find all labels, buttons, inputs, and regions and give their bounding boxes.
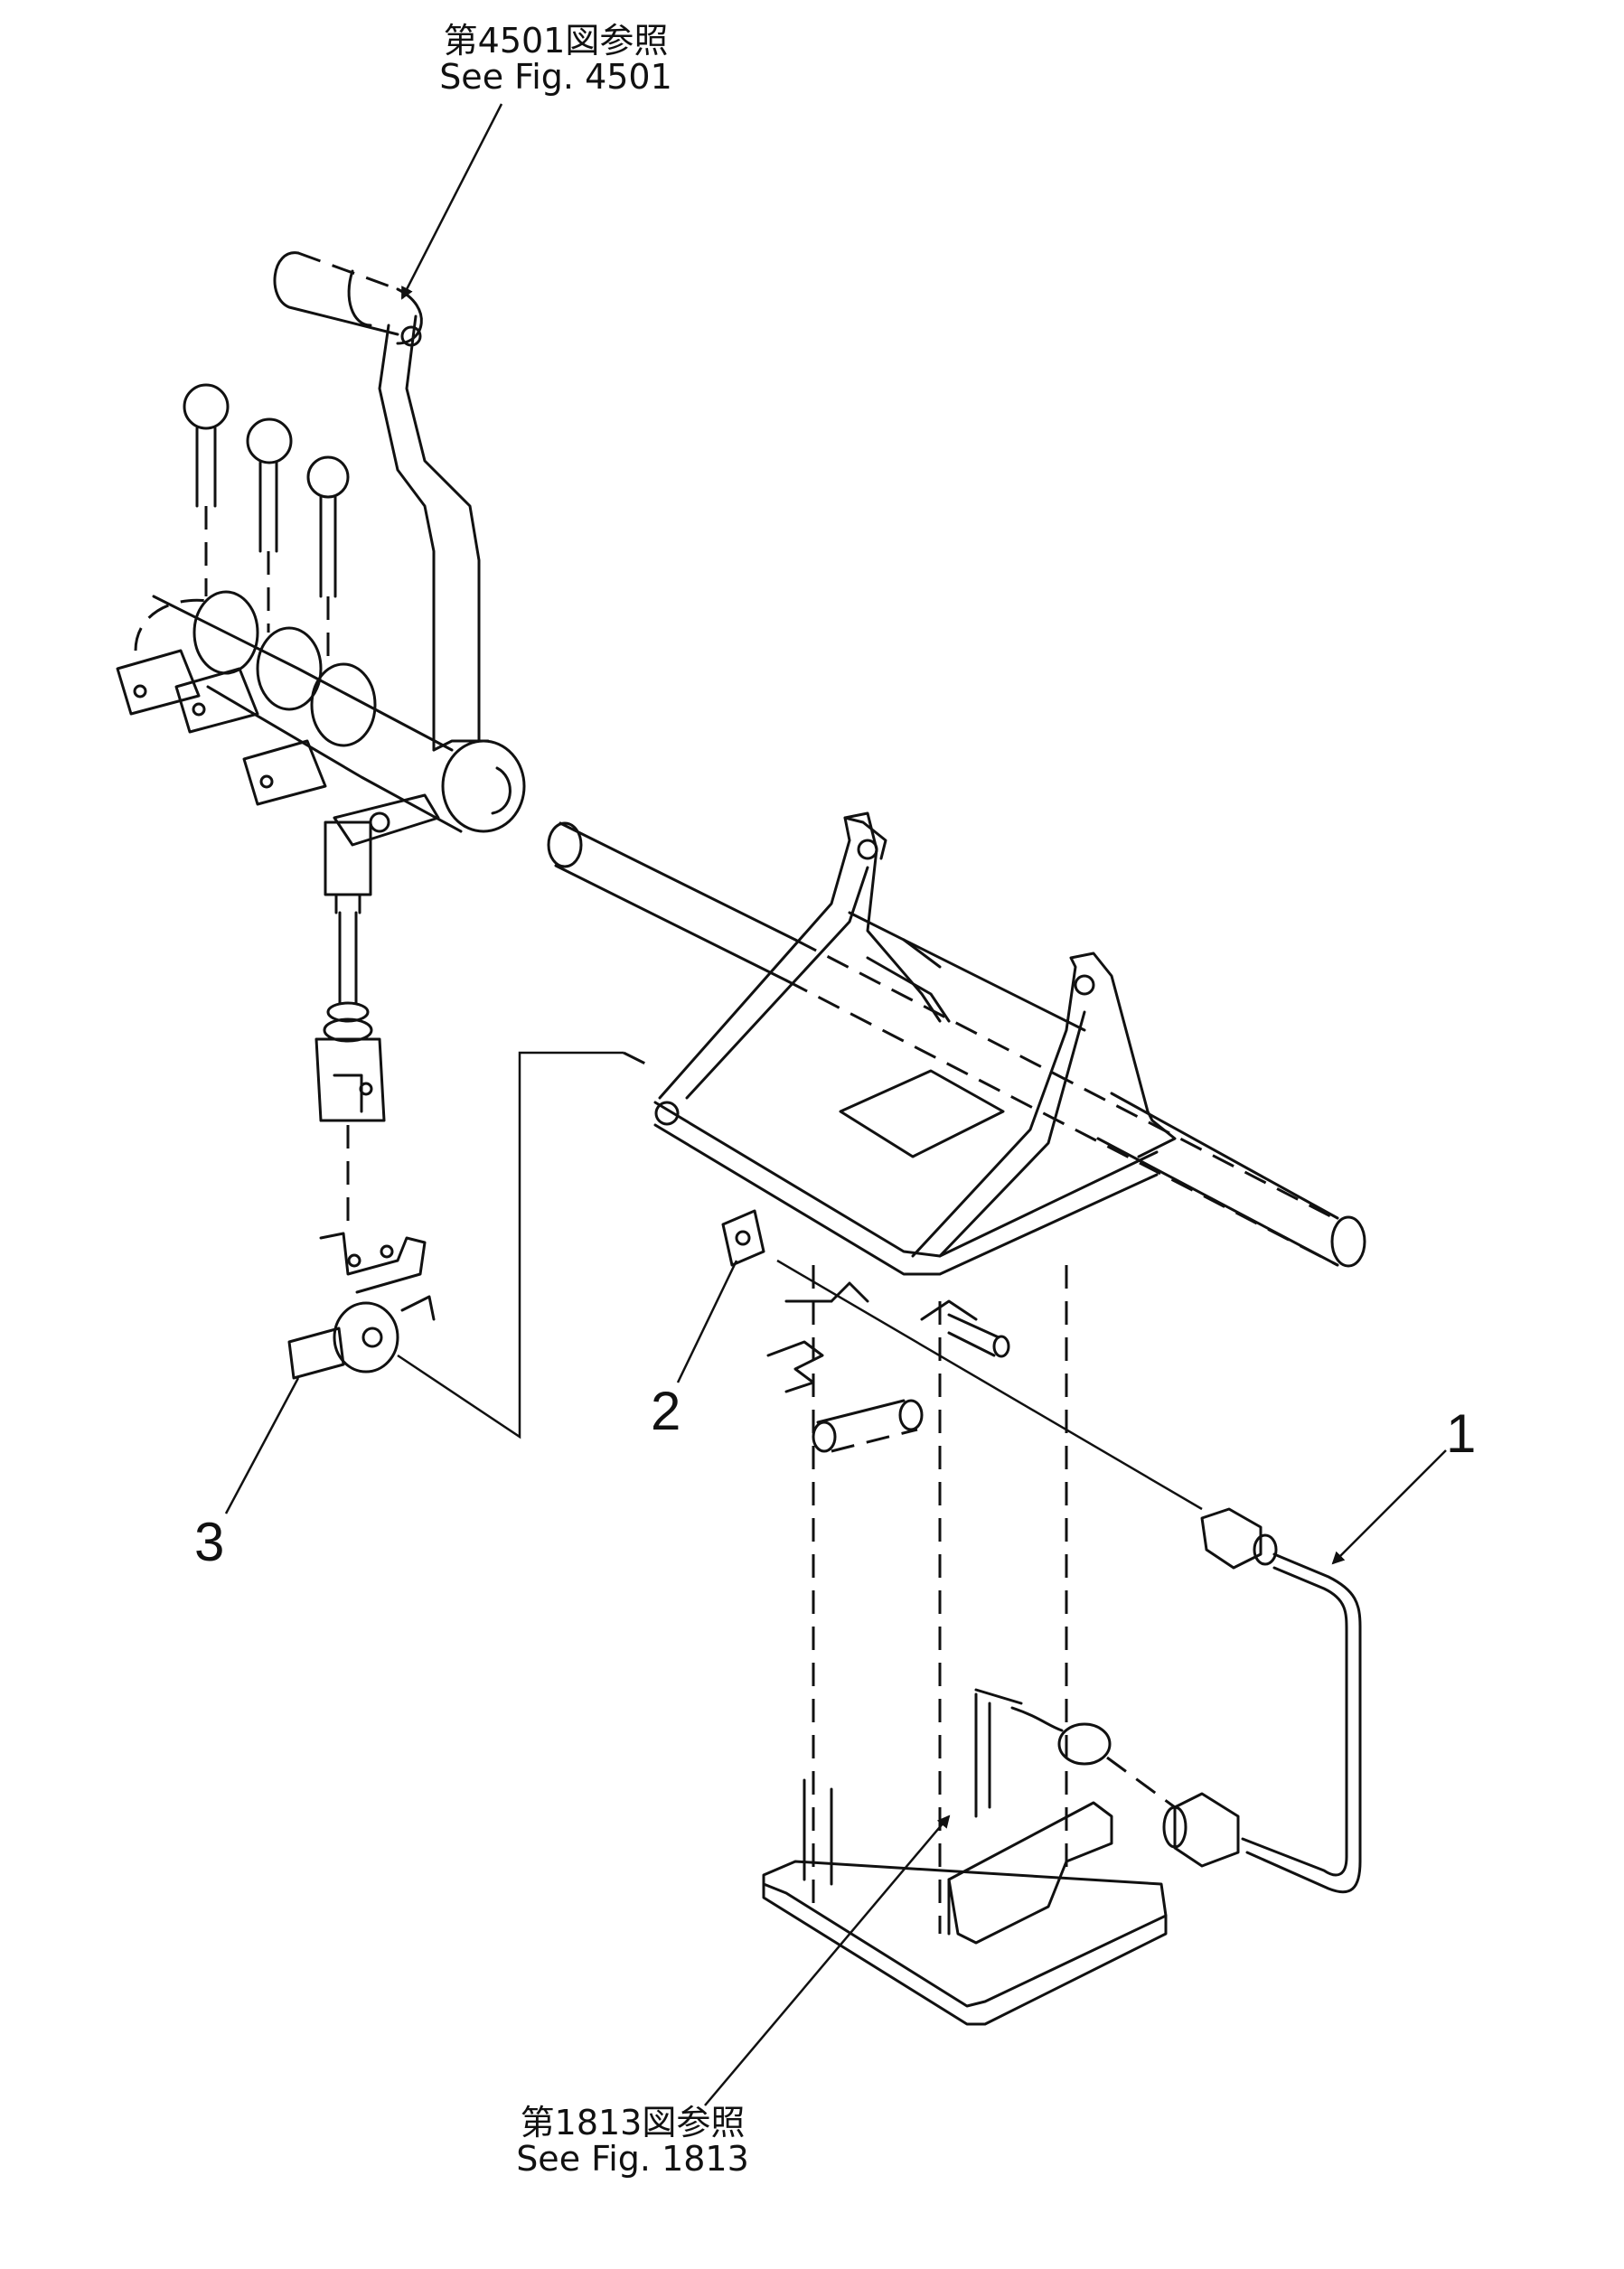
leader-lines: [224, 103, 1447, 2106]
top-reference-en: See Fig. 4501: [439, 56, 672, 97]
base-plate: [762, 1778, 1168, 2026]
main-lever: [273, 251, 526, 833]
connecting-wire: [397, 1051, 652, 1439]
bottom-reference-label: 第1813図参照 See Fig. 1813: [502, 2105, 764, 2178]
column: [766, 1265, 1068, 1934]
linkage-rod: [314, 793, 440, 1229]
top-reference-jp: 第4501図参照: [443, 21, 669, 61]
part-2-bracket: [721, 1209, 765, 1267]
part-3-bellcrank: [287, 1232, 436, 1380]
top-reference-label: 第4501図参照 See Fig. 4501: [434, 23, 678, 96]
callout-1: 1: [1446, 1403, 1477, 1464]
sensor-cable: [776, 1259, 1362, 1894]
callout-3: 3: [194, 1512, 225, 1572]
knob-levers: [116, 383, 463, 833]
cross-shaft: [547, 821, 1366, 1268]
frame-bracket: [653, 811, 1177, 1276]
bottom-reference-en: See Fig. 1813: [516, 2138, 749, 2179]
callout-2: 2: [651, 1381, 681, 1441]
bottom-reference-jp: 第1813図参照: [520, 2103, 746, 2142]
